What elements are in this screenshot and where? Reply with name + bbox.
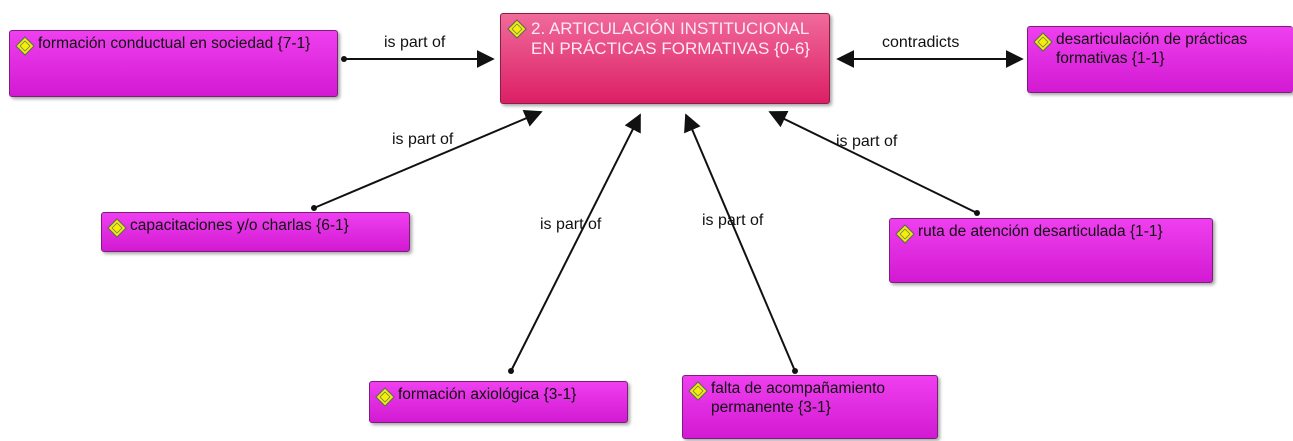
- edge-capacitaciones: [313, 110, 543, 209]
- node-label: formación axiológica {3-1}: [398, 386, 577, 403]
- relation-label: is part of: [540, 216, 602, 233]
- code-diamond-icon: [507, 19, 527, 39]
- edge-origin-dot: [341, 56, 347, 62]
- node-label: desarticulación de prácticas formativas …: [1056, 31, 1248, 67]
- edge-origin-dot: [974, 210, 980, 216]
- relation-label: is part of: [392, 131, 454, 148]
- node-formacion-conductual[interactable]: formación conductual en sociedad {7-1}: [9, 30, 338, 97]
- relation-label: contradicts: [882, 34, 960, 51]
- edge-origin-dot: [792, 368, 798, 374]
- edge-origin-dot: [508, 368, 514, 374]
- node-ruta-atencion[interactable]: ruta de atención desarticulada {1-1}: [889, 218, 1213, 283]
- edge-formacion-axiologica: [510, 113, 641, 372]
- relation-label: is part of: [384, 34, 446, 51]
- relation-label: is part of: [702, 212, 764, 229]
- node-label: 2. ARTICULACIÓN INSTITUCIONAL EN PRÁCTIC…: [531, 19, 810, 58]
- node-label: capacitaciones y/o charlas {6-1}: [130, 217, 349, 234]
- node-label: falta de acompañamiento permanente {3-1}: [711, 380, 886, 416]
- node-capacitaciones[interactable]: capacitaciones y/o charlas {6-1}: [101, 212, 410, 252]
- edge-ruta-atencion: [768, 111, 978, 214]
- edge-falta-acompanamiento: [684, 113, 796, 372]
- code-diamond-icon: [107, 218, 127, 238]
- node-falta-acompanamiento[interactable]: falta de acompañamiento permanente {3-1}: [682, 375, 938, 439]
- relation-label: is part of: [836, 133, 898, 150]
- node-label: ruta de atención desarticulada {1-1}: [918, 223, 1163, 240]
- code-diamond-icon: [1033, 32, 1053, 52]
- node-formacion-axiologica[interactable]: formación axiológica {3-1}: [369, 381, 628, 423]
- node-label: formación conductual en sociedad {7-1}: [38, 35, 311, 52]
- node-desarticulacion[interactable]: desarticulación de prácticas formativas …: [1027, 26, 1293, 93]
- edge-origin-dot: [311, 205, 317, 211]
- code-diamond-icon: [895, 224, 915, 244]
- code-diamond-icon: [688, 381, 708, 401]
- node-articulacion-institucional[interactable]: 2. ARTICULACIÓN INSTITUCIONAL EN PRÁCTIC…: [500, 13, 830, 104]
- code-diamond-icon: [15, 36, 35, 56]
- code-diamond-icon: [375, 387, 395, 407]
